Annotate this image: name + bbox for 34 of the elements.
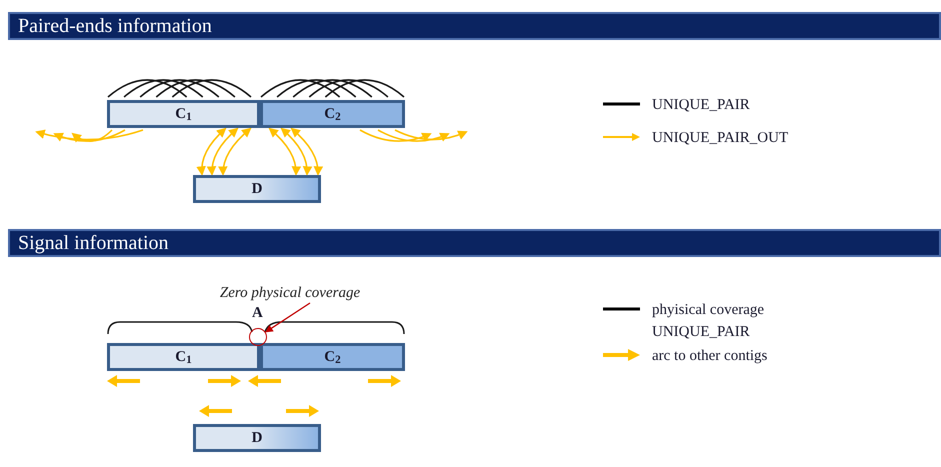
section-header — [8, 229, 941, 257]
pair-arrow — [71, 129, 113, 142]
contig-box — [260, 343, 405, 371]
pair-arrow — [268, 128, 301, 176]
point-label: A — [252, 306, 263, 321]
pair-arrow — [280, 128, 312, 176]
contig-label: C$_{1}$ — [175, 350, 192, 364]
contig-box — [107, 343, 260, 371]
section-title: Signal information — [18, 233, 169, 253]
pair-arrow — [394, 129, 468, 140]
contig-label: C$_{2}$ — [324, 350, 341, 364]
contig-box — [107, 100, 260, 128]
legend-text: arc to other contigs — [652, 347, 768, 366]
pair-arrow — [378, 129, 450, 142]
pair-arrow — [53, 129, 126, 142]
pair-arrow — [290, 128, 323, 176]
pair-arrow — [207, 128, 238, 176]
contig-label: C$_{2}$ — [324, 106, 341, 122]
legend-text: UNIQUE_PAIR — [652, 96, 751, 115]
contig-label: D — [252, 182, 262, 196]
contig-label: C$_{1}$ — [175, 106, 192, 122]
pair-arrow — [218, 128, 252, 176]
leader-line — [265, 302, 310, 332]
section-title: Paired-ends information — [18, 16, 212, 36]
contig-box — [260, 100, 405, 128]
pair-arrow — [35, 129, 144, 140]
pair-arrow — [360, 129, 432, 142]
contig-label: D — [252, 430, 262, 446]
contig-box — [193, 424, 321, 452]
pair-arrow — [196, 128, 226, 176]
section-header — [8, 12, 941, 40]
contig-box — [193, 175, 321, 203]
note-text: Zero physical coverage — [200, 283, 380, 303]
legend-text: UNIQUE_PAIR_OUT — [652, 129, 790, 148]
